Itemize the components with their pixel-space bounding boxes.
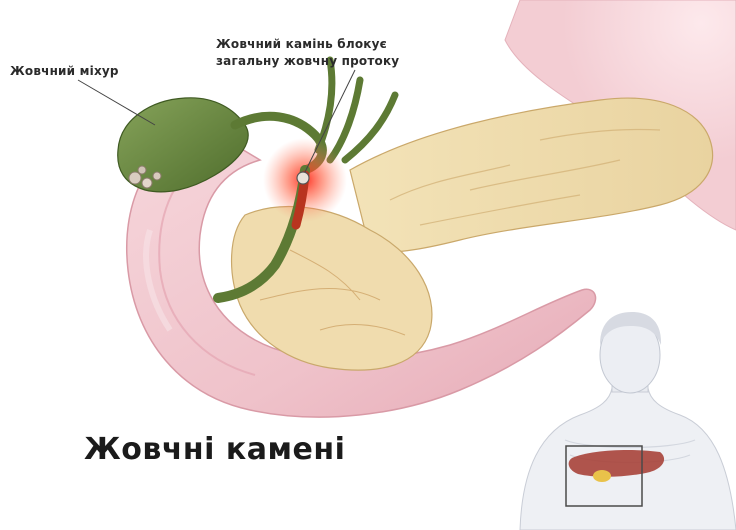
gallbladder-leader-line xyxy=(78,80,155,125)
figure-gallbladder xyxy=(593,470,611,482)
gallbladder-label: Жовчний міхур xyxy=(10,64,119,78)
body-figure xyxy=(520,312,736,530)
stone-label: Жовчний камінь блокує загальну жовчну пр… xyxy=(216,36,399,70)
pancreas-body-shape xyxy=(350,98,713,252)
stone-label-line-2: загальну жовчну протоку xyxy=(216,53,399,70)
stone-label-line-1: Жовчний камінь блокує xyxy=(216,36,399,53)
blocking-stone xyxy=(297,172,309,184)
hepatic-ducts xyxy=(318,60,395,160)
page-title: Жовчні камені xyxy=(84,432,345,467)
